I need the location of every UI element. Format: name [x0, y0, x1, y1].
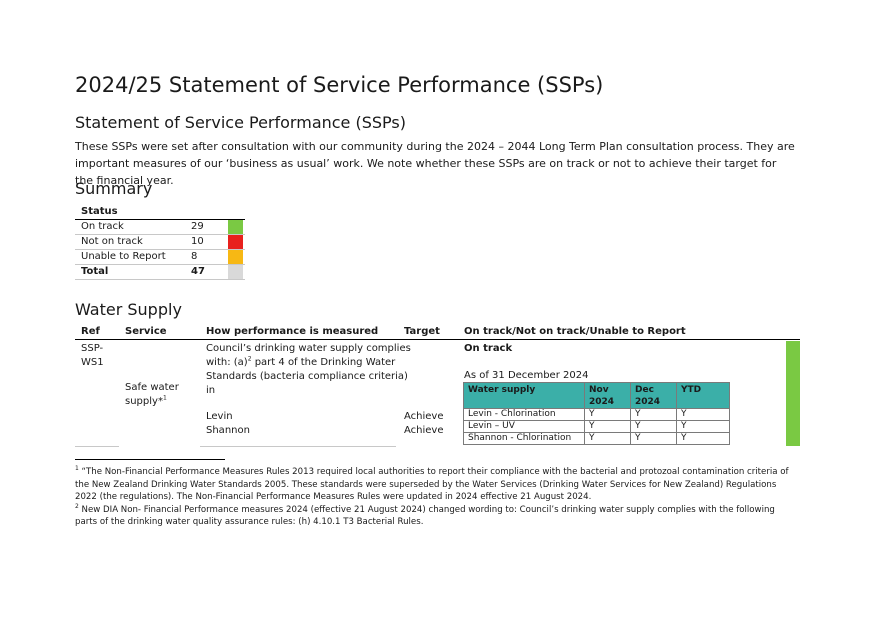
summary-count: 10 — [191, 236, 204, 247]
table-row: Levin – UV Y Y Y — [463, 420, 730, 433]
divider — [200, 446, 396, 447]
summary-count: 8 — [191, 251, 198, 262]
footnote-divider — [75, 459, 225, 460]
table-cell: Y — [676, 420, 730, 433]
ref-line: SSP- — [81, 343, 104, 354]
target-shannon: Achieve — [404, 425, 444, 436]
page-title: 2024/25 Statement of Service Performance… — [75, 73, 604, 97]
summary-status-header: Status — [75, 205, 245, 220]
how-line: with: (a)2 part 4 of the Drinking Water — [206, 355, 396, 368]
service-cell: Safe water supply*1 — [125, 381, 179, 409]
table-row: Shannon - Chlorination Y Y Y — [463, 432, 730, 445]
summary-row-on-track: On track 29 — [75, 220, 245, 235]
target-levin: Achieve — [404, 411, 444, 422]
table-cell: Y — [676, 408, 730, 421]
summary-table: Status On track 29 Not on track 10 Unabl… — [75, 205, 245, 280]
table-cell: Y — [630, 420, 677, 433]
table-cell: Shannon - Chlorination — [463, 432, 585, 445]
compliance-table: Water supply Nov 2024 Dec 2024 YTD Levin… — [463, 382, 730, 445]
compliance-header-row: Water supply Nov 2024 Dec 2024 YTD — [463, 382, 730, 409]
how-line: Council’s drinking water supply complies — [206, 343, 411, 354]
intro-paragraph: These SSPs were set after consultation w… — [75, 140, 795, 187]
header-target: Target — [404, 326, 440, 337]
water-supply-heading: Water Supply — [75, 300, 182, 319]
as-of-date: As of 31 December 2024 — [464, 370, 589, 381]
service-line: Safe water — [125, 382, 179, 393]
compliance-header: Nov 2024 — [584, 382, 631, 409]
status-swatch-red — [228, 235, 243, 249]
footnote-1: 1 “The Non-Financial Performance Measure… — [75, 465, 789, 503]
status-label: On track — [464, 343, 513, 354]
summary-row-total: Total 47 — [75, 265, 245, 280]
header-service: Service — [125, 326, 167, 337]
how-location-levin: Levin — [206, 411, 233, 422]
section-subtitle: Statement of Service Performance (SSPs) — [75, 113, 406, 132]
compliance-header: Water supply — [463, 382, 585, 409]
summary-row-unable-to-report: Unable to Report 8 — [75, 250, 245, 265]
table-cell: Y — [584, 420, 631, 433]
table-cell: Levin - Chlorination — [463, 408, 585, 421]
table-cell: Y — [584, 408, 631, 421]
compliance-header: YTD — [676, 382, 730, 409]
status-color-bar — [786, 341, 800, 446]
footnote-ref: 1 — [162, 394, 167, 402]
header-ref: Ref — [81, 326, 100, 337]
summary-count: 29 — [191, 221, 204, 232]
header-how-measured: How performance is measured — [206, 326, 379, 337]
table-row: Levin - Chlorination Y Y Y — [463, 408, 730, 421]
summary-total-label: Total — [81, 266, 109, 277]
footnotes: 1 “The Non-Financial Performance Measure… — [75, 466, 797, 529]
how-location-shannon: Shannon — [206, 425, 250, 436]
status-swatch-grey — [228, 265, 243, 279]
how-measured-cell: Council’s drinking water supply complies… — [206, 342, 411, 398]
water-supply-table-header: Ref Service How performance is measured … — [75, 326, 800, 340]
status-swatch-green — [228, 220, 243, 234]
summary-label: Unable to Report — [81, 251, 166, 262]
compliance-header: Dec 2024 — [630, 382, 677, 409]
footnote-2: 2 New DIA Non- Financial Performance mea… — [75, 502, 775, 528]
ref-cell: SSP- WS1 — [81, 342, 104, 370]
footnote-ref: 2 — [247, 355, 252, 363]
summary-total-count: 47 — [191, 266, 205, 277]
how-line: Standards (bacteria compliance criteria) — [206, 371, 408, 382]
how-line: in — [206, 385, 216, 396]
table-cell: Y — [630, 408, 677, 421]
summary-heading: Summary — [75, 179, 153, 198]
summary-label: On track — [81, 221, 124, 232]
table-cell: Y — [584, 432, 631, 445]
ref-line: WS1 — [81, 357, 104, 368]
divider — [75, 446, 119, 447]
table-cell: Y — [630, 432, 677, 445]
table-cell: Levin – UV — [463, 420, 585, 433]
table-cell: Y — [676, 432, 730, 445]
status-swatch-amber — [228, 250, 243, 264]
service-line: supply*1 — [125, 394, 167, 407]
summary-row-not-on-track: Not on track 10 — [75, 235, 245, 250]
summary-label: Not on track — [81, 236, 143, 247]
header-status: On track/Not on track/Unable to Report — [464, 326, 686, 337]
